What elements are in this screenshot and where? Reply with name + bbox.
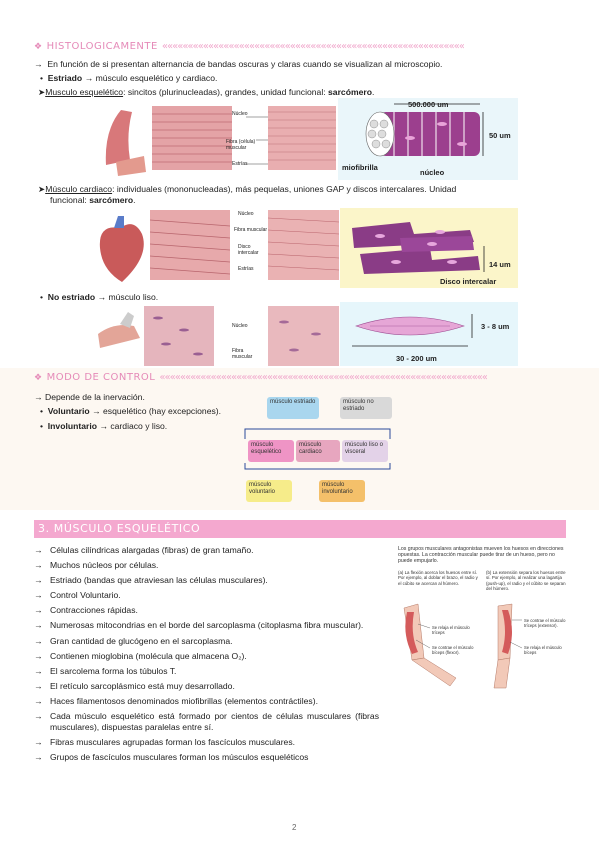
label-myofibril: miofibrilla	[342, 163, 378, 172]
cardiac-cell-diagram	[340, 208, 518, 288]
label-nucleus: núcleo	[420, 168, 445, 177]
organ-icon	[98, 325, 140, 348]
fig2-label-nucleus: Núcleo	[238, 211, 254, 217]
list-item: →Haces filamentosos denominados miofibri…	[34, 695, 318, 706]
heart-icon	[99, 224, 144, 282]
dimension-50um: 50 um	[489, 131, 511, 140]
list-item: →Muchos núcleos por células.	[34, 560, 159, 571]
skeletal-muscle-figure	[105, 106, 336, 176]
figure-a-label-2: Se contrae el músculo bíceps (flexor).	[432, 645, 474, 655]
section-title: MODO DE CONTROL	[46, 372, 156, 383]
myofibril-diagram	[338, 98, 518, 180]
dimension-14um: 14 um	[489, 260, 511, 269]
diamond-icon: ❖	[34, 42, 43, 52]
box-cardiac: músculo cardiaco	[296, 440, 340, 462]
control-intro: → Depende de la inervación.	[34, 392, 145, 402]
diamond-icon: ❖	[34, 373, 43, 383]
voluntary-line: • Voluntario → esquelético (hay excepcio…	[40, 406, 222, 416]
list-item: →El sarcolema forma los túbulos T.	[34, 665, 177, 676]
skeletal-line: ➤Musculo esquelético: sincitos (plurinuc…	[38, 87, 375, 97]
striated-line: • Estriado → músculo esquelético y cardi…	[40, 73, 218, 83]
list-item: →Células cilíndricas alargadas (fibras) …	[34, 545, 254, 555]
fig3-label-nucleus: Núcleo	[232, 323, 248, 329]
cardiac-line: ➤Músculo cardiaco: individuales (mononuc…	[38, 184, 457, 194]
figure-b-label-2: Se relaja el músculo bíceps	[524, 645, 562, 655]
fig2-label-disc: Disco intercalar	[238, 244, 259, 256]
intro-line: → En función de si presentan alternancia…	[34, 59, 443, 69]
figure-a-label-1: Se relaja el músculo tríceps	[432, 625, 470, 635]
fig3-label-fiber: Fibra muscular	[232, 348, 253, 360]
cardiac-muscle-figure	[99, 210, 339, 282]
section-header-control: ❖MODO DE CONTROL««««««««««««««««««««««««…	[34, 372, 574, 386]
chevron-rule-icon: ««««««««««««««««««««««««««««««««««««««««…	[159, 372, 488, 383]
involuntary-line: • Involuntario → cardiaco y liso.	[40, 421, 168, 431]
smooth-muscle-figure	[98, 306, 339, 366]
dimension-3-8um: 3 - 8 um	[481, 322, 510, 331]
arm-muscle-icon	[105, 110, 132, 165]
smooth-cell-diagram	[340, 302, 518, 366]
list-item: →Estriado (bandas que atraviesan las cél…	[34, 575, 268, 586]
section-title: 3. MÚSCULO ESQUELÉTICO	[38, 522, 201, 535]
smooth-line: • No estriado → músculo liso.	[40, 292, 159, 302]
figure-b-label-1: Se contrae el músculo tríceps (extensor)…	[524, 618, 566, 628]
dimension-500000um: 500.000 um	[408, 100, 449, 109]
cardiac-line-2: funcional: sarcómero.	[50, 195, 136, 205]
box-striated: músculo estriado	[267, 397, 319, 419]
list-item: →Numerosas mitocondrias en el borde del …	[34, 620, 364, 631]
fig2-label-striations: Estrías	[238, 266, 254, 272]
list-item: →Grupos de fascículos musculares forman …	[34, 752, 309, 763]
section-title: HISTOLÓGICAMENTE	[46, 41, 158, 52]
page-number: 2	[292, 823, 297, 832]
list-item: →El retículo sarcoplásmico está muy desa…	[34, 680, 235, 691]
skeletal-list: →Células cilíndricas alargadas (fibras) …	[34, 545, 379, 767]
box-involuntary: músculo involuntario	[319, 480, 365, 502]
figure-caption: Los grupos musculares antagonistas mueve…	[398, 546, 564, 565]
list-item: →Contracciones rápidas.	[34, 605, 138, 616]
section-header-histologically: ❖HISTOLÓGICAMENTE«««««««««««««««««««««««…	[34, 41, 574, 55]
list-item: →Cada músculo esquelético está formado p…	[34, 711, 379, 733]
list-item: →Contienen mioglobina (molécula que alma…	[34, 650, 247, 661]
fig1-label-fiber: Fibra (célula) muscular	[226, 139, 256, 151]
list-item: →Control Voluntario.	[34, 590, 121, 601]
section-background	[0, 368, 599, 510]
antagonist-muscles-figure	[403, 603, 523, 689]
box-nonstriated: músculo no estriado	[340, 397, 392, 419]
box-skeletal: músculo esquelético	[248, 440, 294, 462]
fig2-label-fiber: Fibra muscular	[234, 227, 268, 233]
dimension-30-200um: 30 - 200 um	[396, 354, 437, 363]
figure-b-title: (b) La extensión separa los huesos entre…	[486, 570, 566, 592]
box-voluntary: músculo voluntario	[246, 480, 292, 502]
label-intercalated-disc: Disco intercalar	[440, 277, 497, 286]
fig1-label-nucleus: Núcleo	[232, 111, 248, 117]
figure-a-title: (a) La flexión acerca los huesos entre s…	[398, 570, 478, 586]
fig1-label-striations: Estrías	[232, 161, 248, 167]
box-smooth: músculo liso o visceral	[342, 440, 388, 462]
list-item: →Gran cantidad de glucógeno en el sarcop…	[34, 635, 233, 646]
control-diagram-lines	[244, 428, 391, 470]
chevron-rule-icon: ««««««««««««««««««««««««««««««««««««««««…	[161, 41, 465, 52]
list-item: →Fibras musculares agrupadas forman los …	[34, 737, 296, 748]
section-band-skeletal: 3. MÚSCULO ESQUELÉTICO	[34, 520, 566, 538]
